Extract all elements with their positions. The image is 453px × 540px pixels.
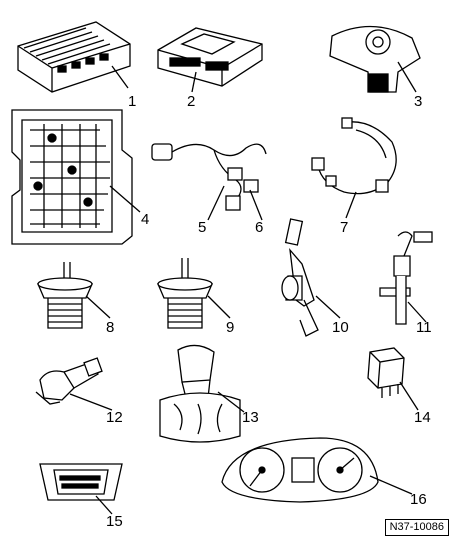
callout-label: 2 (187, 93, 196, 110)
callout-label: 10 (332, 319, 349, 336)
diagnostic-connector-icon (39, 463, 123, 515)
callout-label: 7 (340, 219, 349, 236)
pressure-switch-icon (37, 262, 111, 329)
selector-lever-icon (159, 344, 245, 443)
callout-label: 11 (416, 319, 432, 336)
callout-label: 5 (198, 219, 207, 236)
callout-label: 12 (106, 409, 123, 426)
callout-label: 14 (414, 409, 431, 426)
relay-icon (367, 347, 419, 411)
callout-label: 3 (414, 93, 423, 110)
range-switch-icon (329, 25, 421, 93)
pressure-switch-2-icon (157, 258, 231, 329)
instrument-cluster-icon (221, 437, 413, 503)
harness-loop-icon (311, 117, 397, 219)
callout-label: 6 (255, 219, 264, 236)
harness-icon (151, 143, 267, 221)
figure-id: N37-10086 (384, 519, 449, 536)
harness-connector-icon (249, 189, 263, 221)
callout-label: 13 (242, 409, 259, 426)
control-unit-1-icon (17, 21, 131, 93)
speed-sensor-bracket-icon (281, 218, 341, 337)
speed-sensor-icon (379, 231, 433, 325)
callout-label: 16 (410, 491, 427, 508)
solenoid-icon (35, 357, 113, 411)
callout-label: 15 (106, 513, 123, 530)
callout-label: 8 (106, 319, 115, 336)
control-unit-2-icon (157, 27, 263, 93)
callout-label: 1 (128, 93, 137, 110)
callout-label: 9 (226, 319, 235, 336)
callout-label: 4 (141, 211, 150, 228)
valve-body-icon (11, 109, 141, 245)
